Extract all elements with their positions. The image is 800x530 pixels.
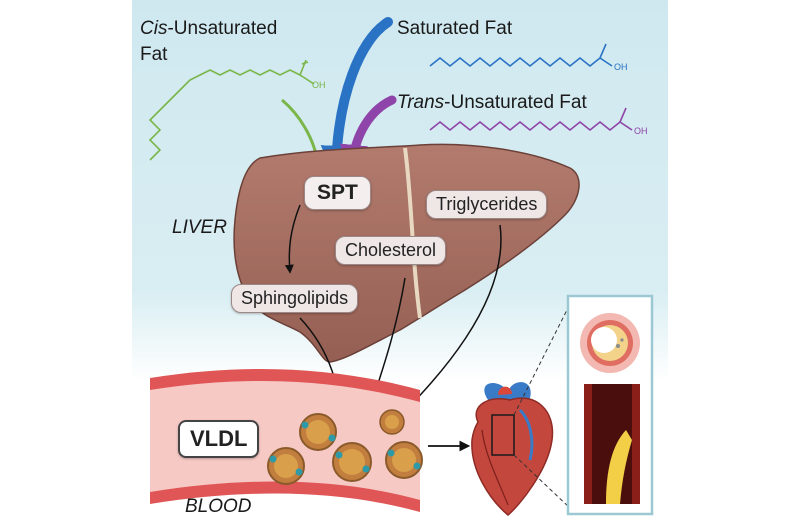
cis-suffix: -Unsaturated: [167, 18, 278, 39]
saturated-fat-arrow: [320, 17, 393, 178]
zoom-line-bottom: [513, 454, 573, 511]
liver-ligament: [403, 147, 422, 319]
cis-fatty-acid-structure: [148, 59, 315, 161]
trans-fatty-acid-structure: [429, 107, 633, 132]
trans-oh-label: OH: [634, 126, 648, 136]
arrow-spt-to-sphingolipids: [284, 204, 301, 274]
vldl-particle-3: [332, 442, 372, 482]
saturated-fat-label: Saturated Fat: [397, 18, 513, 39]
zoom-line-top: [513, 299, 573, 416]
cholesterol-box: Cholesterol: [335, 236, 447, 265]
vldl-particle-2: [267, 447, 305, 485]
saturated-fatty-acid-structure: [429, 43, 613, 68]
cis-prefix: Cis: [140, 18, 168, 39]
vldl-particle-5: [379, 409, 405, 435]
triglycerides-box: Triglycerides: [426, 190, 548, 219]
vldl-box: VLDL: [178, 420, 260, 458]
saturated-oh-label: OH: [614, 62, 628, 72]
trans-fat-label: Trans-Unsaturated Fat: [397, 92, 587, 114]
spt-box: SPT: [304, 176, 371, 210]
trans-prefix: Trans: [397, 92, 445, 113]
trans-suffix: -Unsaturated Fat: [444, 92, 587, 113]
cis-fat-label: Cis-Unsaturated: [140, 18, 277, 40]
artery-cross-section: [580, 313, 640, 373]
vldl-particle-1: [299, 413, 337, 451]
sphingolipids-box: Sphingolipids: [231, 284, 359, 313]
cis-fat-label-line2: Fat: [140, 44, 168, 65]
vldl-particle-4: [385, 441, 423, 479]
artery-longitudinal-section: [584, 384, 640, 504]
cis-oh-label: OH: [312, 80, 326, 90]
blood-label: BLOOD: [185, 496, 252, 517]
heart-illustration: [471, 382, 554, 516]
liver-label: LIVER: [172, 217, 227, 238]
